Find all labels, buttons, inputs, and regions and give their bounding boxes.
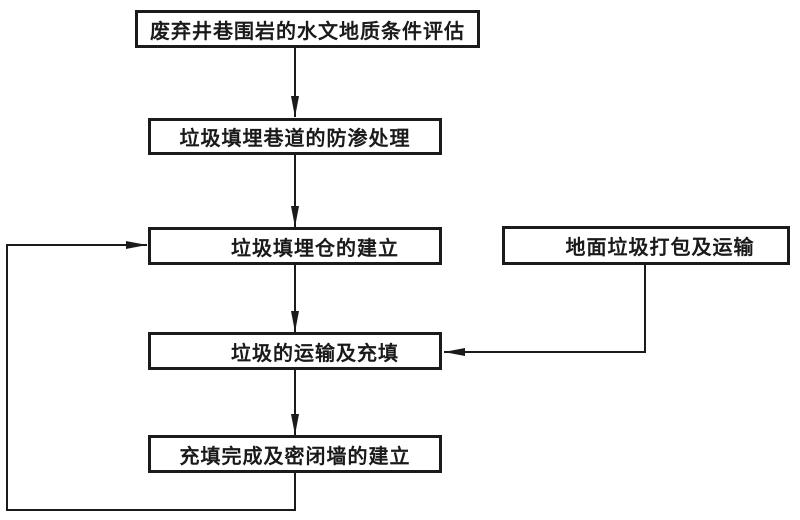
edge-sealing-feedback-to-chamber bbox=[6, 241, 296, 511]
node-sealing: 充填完成及密闭墙的建立 bbox=[148, 435, 442, 473]
node-sealing-label: 充填完成及密闭墙的建立 bbox=[179, 445, 411, 468]
node-assessment: 废弃井巷围岩的水文地质条件评估 bbox=[135, 10, 480, 48]
node-assessment-label: 废弃井巷围岩的水文地质条件评估 bbox=[150, 20, 465, 43]
node-antiseepage-label: 垃圾填埋巷道的防渗处理 bbox=[179, 128, 411, 150]
node-chamber-label: 垃圾填埋仓的建立 bbox=[231, 237, 399, 260]
edge-surface-to-transport bbox=[444, 265, 646, 356]
node-chamber: 垃圾填埋仓的建立 bbox=[148, 227, 442, 265]
node-surface: 地面垃圾打包及运输 bbox=[502, 226, 790, 265]
node-transport-label: 垃圾的运输及充填 bbox=[231, 342, 399, 365]
node-antiseepage: 垃圾填埋巷道的防渗处理 bbox=[148, 118, 442, 155]
node-surface-label: 地面垃圾打包及运输 bbox=[565, 237, 755, 259]
node-transport: 垃圾的运输及充填 bbox=[148, 332, 442, 370]
